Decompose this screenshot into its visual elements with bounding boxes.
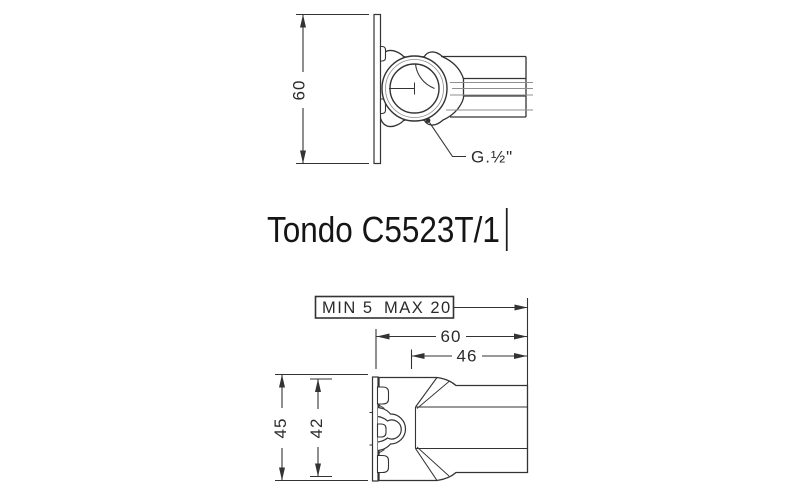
max-depth-label: MAX 20 [384, 299, 452, 317]
product-title-field[interactable]: Tondo C5523T/1 [267, 208, 509, 251]
width-dim-label: 60 [441, 327, 462, 346]
inner-height-dim-label: 42 [307, 418, 326, 439]
product-title-text: Tondo C5523T/1 [267, 209, 501, 250]
text-cursor [506, 208, 509, 251]
inner-width-dim-label: 46 [457, 347, 478, 366]
bottom-view [275, 295, 529, 482]
thread-size-label: G.½" [471, 148, 513, 167]
depth-range-box [314, 295, 455, 319]
outer-height-dim-label: 45 [271, 418, 290, 439]
min-depth-label: MIN 5 [322, 299, 374, 317]
leader-dot [425, 118, 431, 123]
top-height-dim-label: 60 [289, 80, 308, 101]
top-view [296, 13, 533, 165]
